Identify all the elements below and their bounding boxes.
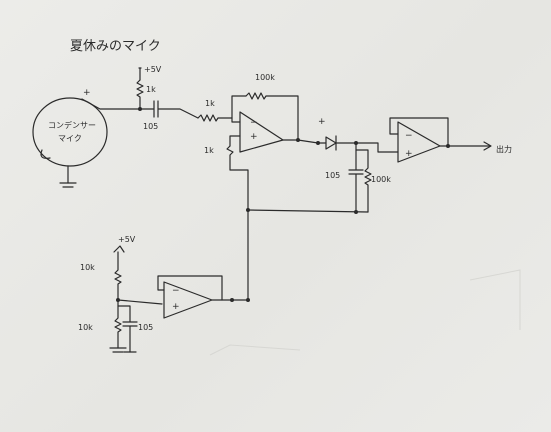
opamp3-plus: + [405,149,413,159]
opamp1-minus: − [250,118,258,128]
title: 夏休みのマイク [70,39,161,54]
input-resistor: 1k [197,99,233,122]
wire-mic-out [81,98,141,110]
junction-out1 [296,138,300,142]
wire-to-buffer [355,142,399,153]
opamp3-minus: − [405,131,413,141]
input-capacitor: 105 [139,100,199,131]
load-resistor: 100k [355,149,391,213]
junction-out2 [230,298,234,302]
divider-top-value: 10k [80,263,95,272]
bias-resistor-value: 1k [146,85,156,94]
mic-plus-label: + [83,88,91,98]
diode-mark: + [318,117,326,127]
junction-out3 [446,144,450,148]
smoothing-capacitor: 105 [325,142,364,213]
input-resistor-value: 1k [205,99,215,108]
opamp1-plus: + [250,132,258,142]
opamp2-minus: − [172,286,180,296]
opamp2-plus: + [172,302,180,312]
opamp-1: − + 100k 1k [204,73,299,211]
mic-label-line2: マイク [58,134,82,143]
feedback-resistor-value: 100k [255,73,275,82]
output-label: 出力 [496,144,512,154]
divider-bottom-value: 10k [78,323,93,332]
gnd-resistor-value: 1k [204,146,214,155]
opamp-output-buffer: − + 出力 [389,117,512,163]
load-resistor-value: 100k [371,175,391,184]
junction-out2b [246,298,250,302]
wire-reference [247,209,369,213]
mic-label-line1: コンデンサー [48,120,96,130]
divider-cap-value: 105 [138,323,153,332]
rectifier-diode: + [317,117,357,151]
condenser-microphone: コンデンサー マイク + [32,88,108,188]
smoothing-cap-value: 105 [325,171,340,180]
bias-resistor: +5V 1k [136,65,162,110]
junction-ref-right [354,210,358,214]
reference-divider: +5V 10k 10k 105 [78,235,163,353]
input-cap-value: 105 [143,122,158,131]
paper-marks [209,269,521,356]
vplus-bottom-label: +5V [118,235,136,244]
vplus-top-label: +5V [144,65,162,74]
wire-opamp1-out [282,139,319,144]
opamp-reference-buffer: − + [157,209,250,319]
